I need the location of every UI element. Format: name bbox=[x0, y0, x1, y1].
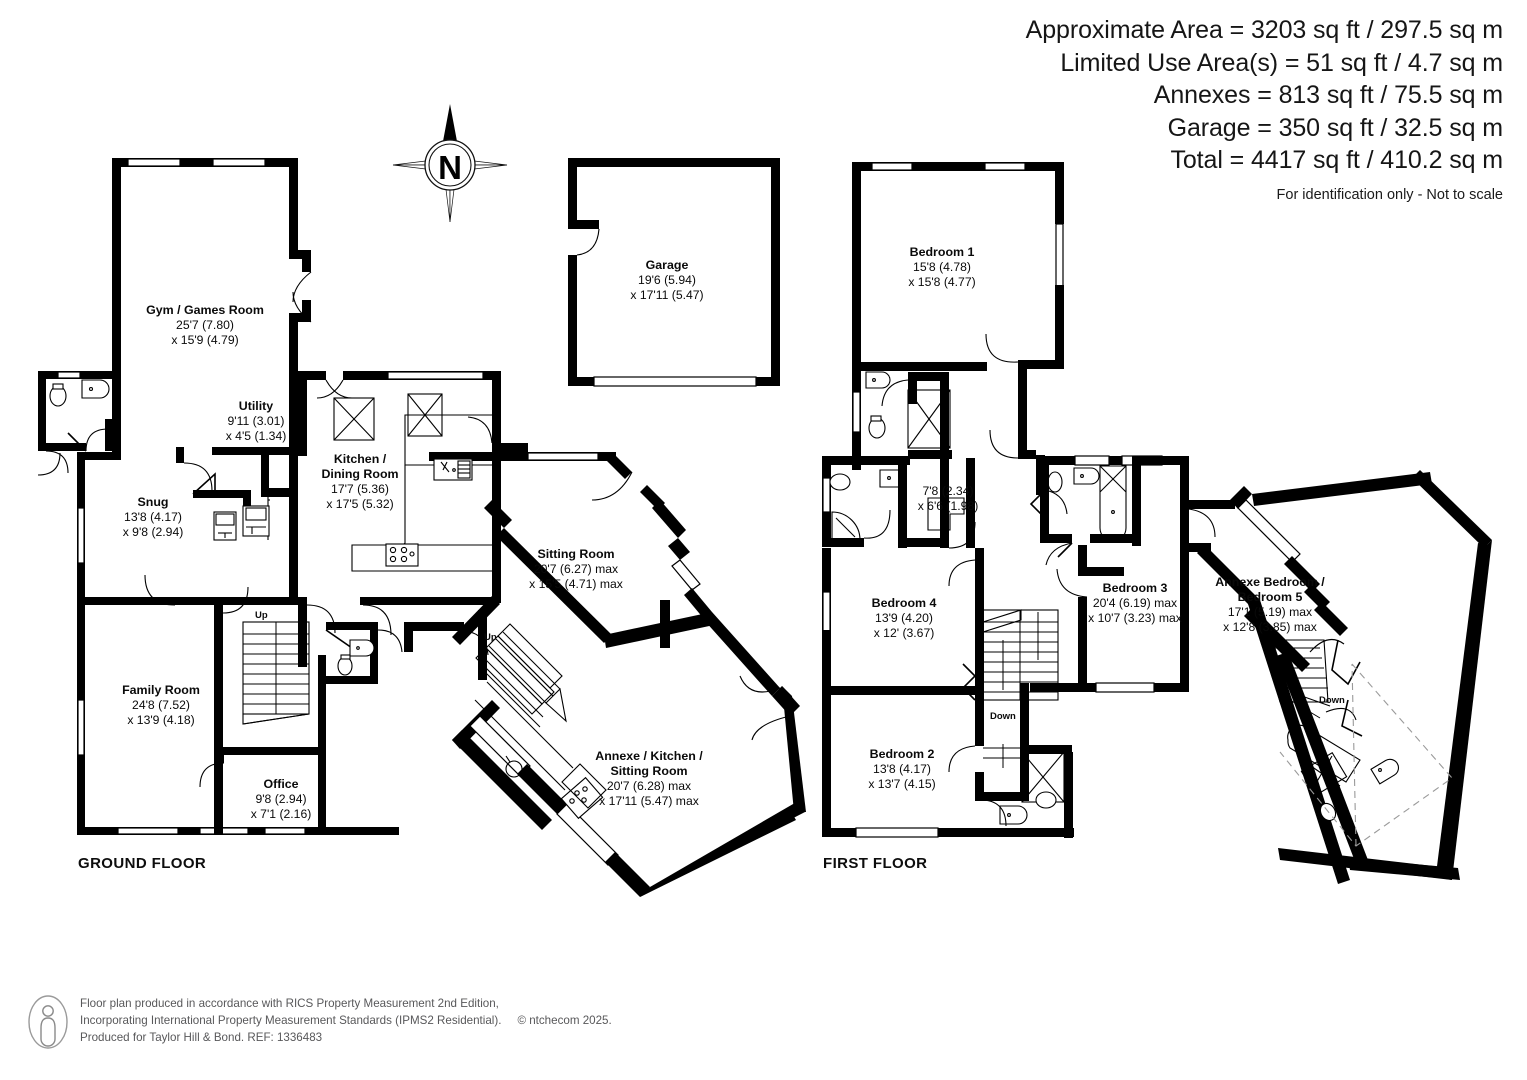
footer-text: Floor plan produced in accordance with R… bbox=[80, 995, 612, 1046]
footer-line-2: Incorporating International Property Mea… bbox=[80, 1014, 502, 1028]
ground-floor-plan bbox=[37, 158, 806, 897]
area-summary: Approximate Area = 3203 sq ft / 297.5 sq… bbox=[1026, 14, 1503, 204]
area-line-garage: Garage = 350 sq ft / 32.5 sq m bbox=[1167, 113, 1504, 142]
identification-note: For identification only - Not to scale bbox=[1276, 186, 1503, 203]
compass-north-label: N bbox=[438, 149, 462, 186]
ground-floor-title: GROUND FLOOR bbox=[78, 855, 207, 872]
footer: Floor plan produced in accordance with R… bbox=[28, 995, 612, 1049]
area-line-limited-use: Limited Use Area(s) = 51 sq ft / 4.7 sq … bbox=[1060, 48, 1503, 77]
area-line-total: Total = 4417 sq ft / 410.2 sq m bbox=[1170, 146, 1503, 174]
stair-marker-down-first-annexe: Down bbox=[1319, 695, 1345, 706]
first-floor-title: FIRST FLOOR bbox=[823, 855, 928, 872]
first-floor-plan bbox=[822, 162, 1492, 884]
footer-copyright: © ntchecom 2025. bbox=[517, 1014, 612, 1028]
stair-marker-up-ground-annexe: Up bbox=[484, 632, 497, 643]
room-label-unnamed-small-room: 7'8 (2.34) x 6'6 (1.98) bbox=[917, 484, 979, 513]
footer-line-1: Floor plan produced in accordance with R… bbox=[80, 997, 499, 1010]
accessibility-icon bbox=[28, 995, 68, 1049]
stair-marker-up-ground-main: Up bbox=[255, 610, 268, 621]
footer-line-2-wrap: Incorporating International Property Mea… bbox=[80, 1012, 612, 1029]
area-line-annexes: Annexes = 813 sq ft / 75.5 sq m bbox=[1153, 81, 1503, 109]
footer-line-3: Produced for Taylor Hill & Bond. REF: 13… bbox=[80, 1031, 323, 1045]
stair-marker-down-first-main: Down bbox=[990, 711, 1016, 722]
compass-rose: N bbox=[385, 100, 515, 230]
area-line-approximate: Approximate Area = 3203 sq ft / 297.5 sq… bbox=[1025, 16, 1503, 44]
